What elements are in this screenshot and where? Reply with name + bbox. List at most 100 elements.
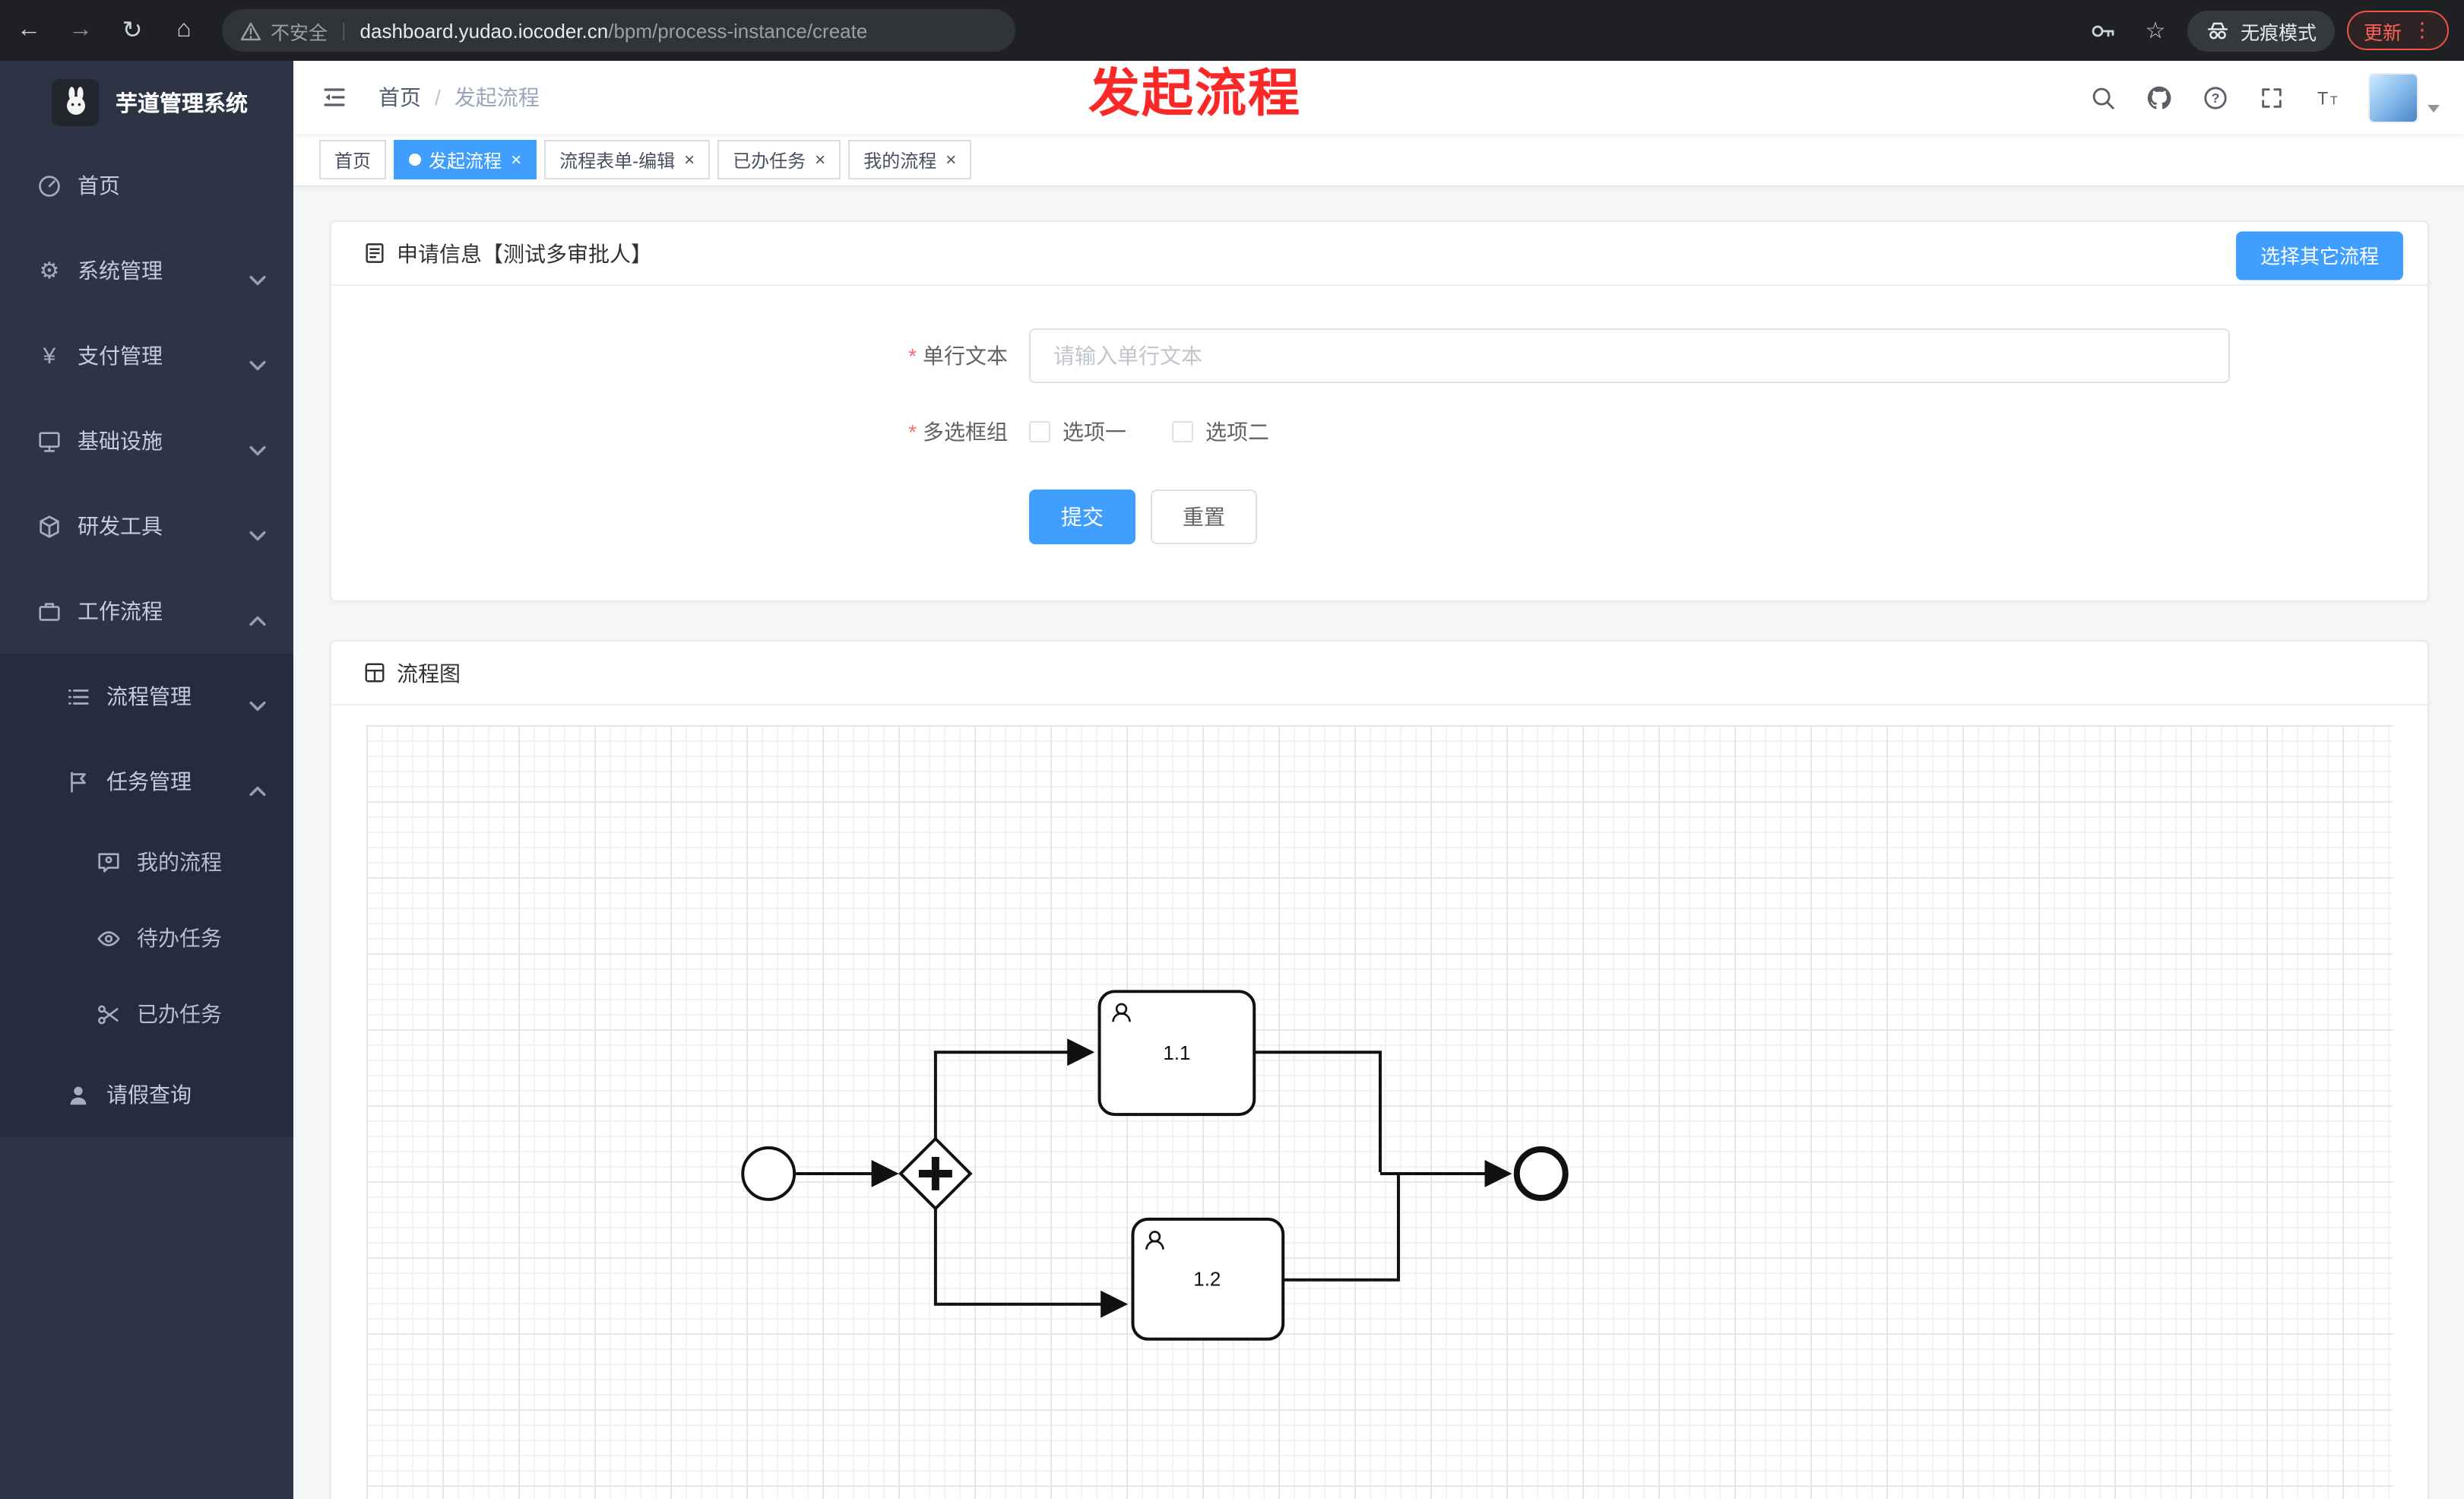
- flow-task1-merge: [1254, 1051, 1382, 1172]
- chevron-down-icon: [2428, 104, 2440, 112]
- card-title: 申请信息【测试多审批人】: [397, 241, 652, 265]
- bpmn-diagram: 1.1 1.2: [741, 990, 1569, 1341]
- sidebar-item-label: 首页: [78, 173, 120, 198]
- sidebar-item-task-management[interactable]: 任务管理: [0, 739, 293, 824]
- sidebar-item-todo-tasks[interactable]: 待办任务: [0, 900, 293, 976]
- form-row-checkbox-group: *多选框组 选项一 选项二: [331, 417, 2428, 447]
- flag-icon: [64, 768, 93, 795]
- tab-label: 首页: [334, 150, 372, 171]
- sidebar-item-label: 支付管理: [78, 344, 163, 368]
- update-label: 更新: [2363, 22, 2402, 43]
- sidebar-item-label: 工作流程: [78, 599, 163, 623]
- annotation-overlay: 发起流程: [1088, 65, 1301, 123]
- svg-text:T: T: [2317, 89, 2327, 109]
- checkbox[interactable]: [1172, 421, 1193, 442]
- app-logo-row[interactable]: 芋道管理系统: [0, 61, 293, 143]
- bpmn-user-task-1[interactable]: 1.1: [1097, 990, 1256, 1117]
- sidebar-item-devtools[interactable]: 研发工具: [0, 483, 293, 569]
- reset-button[interactable]: 重置: [1151, 490, 1257, 544]
- card-title: 流程图: [397, 661, 461, 685]
- card-header: 流程图: [331, 642, 2428, 705]
- sidebar-item-label: 系统管理: [78, 258, 163, 283]
- required-asterisk: *: [908, 420, 917, 444]
- task-label: 1.1: [1163, 1041, 1190, 1064]
- app-logo: [52, 78, 99, 125]
- security-label: 不安全: [271, 22, 328, 43]
- bookmark-star-icon[interactable]: ☆: [2145, 18, 2166, 44]
- tab-my-process[interactable]: 我的流程 ×: [848, 140, 972, 179]
- sidebar-item-label: 流程管理: [106, 684, 192, 708]
- close-icon[interactable]: ×: [815, 149, 826, 170]
- forward-button[interactable]: →: [68, 17, 93, 43]
- reload-button[interactable]: ↻: [122, 18, 143, 44]
- sidebar-item-home[interactable]: 首页: [0, 143, 293, 228]
- tab-process-form-edit[interactable]: 流程表单-编辑 ×: [544, 140, 711, 179]
- box-icon: [35, 512, 64, 540]
- sidebar-item-leave-query[interactable]: 请假查询: [0, 1052, 293, 1137]
- incognito-badge: 无痕模式: [2187, 10, 2335, 51]
- bpmn-end-event[interactable]: [1513, 1146, 1569, 1201]
- sidebar-item-label: 任务管理: [106, 769, 192, 794]
- sidebar-item-done-tasks[interactable]: 已办任务: [0, 976, 293, 1052]
- bpmn-parallel-gateway[interactable]: [898, 1136, 973, 1211]
- submit-button[interactable]: 提交: [1029, 490, 1135, 544]
- sidebar-item-workflow[interactable]: 工作流程: [0, 569, 293, 654]
- checkbox-option-2[interactable]: 选项二: [1172, 417, 1269, 447]
- sidebar-item-infrastructure[interactable]: 基础设施: [0, 398, 293, 483]
- github-icon[interactable]: [2143, 82, 2174, 113]
- avatar[interactable]: [2368, 72, 2418, 122]
- list-icon: [64, 683, 93, 710]
- close-icon[interactable]: ×: [684, 149, 695, 170]
- single-line-text-input[interactable]: [1029, 328, 2230, 383]
- sidebar-item-system[interactable]: ⚙ 系统管理: [0, 228, 293, 313]
- sidebar-item-process-management[interactable]: 流程管理: [0, 654, 293, 739]
- sidebar-item-my-process[interactable]: 我的流程: [0, 824, 293, 900]
- address-bar[interactable]: 不安全 | dashboard.yudao.iocoder.cn/bpm/pro…: [222, 9, 1015, 52]
- key-icon[interactable]: [2084, 11, 2124, 50]
- tab-label: 流程表单-编辑: [559, 150, 676, 171]
- fullscreen-icon[interactable]: [2256, 82, 2286, 113]
- svg-text:?: ?: [2211, 90, 2219, 105]
- monitor-icon: [35, 427, 64, 455]
- chrome-update-button[interactable]: 更新 ⋮: [2346, 11, 2449, 50]
- sidebar-item-label: 基础设施: [78, 429, 163, 453]
- tab-done-tasks[interactable]: 已办任务 ×: [717, 140, 841, 179]
- tab-label: 我的流程: [863, 150, 937, 171]
- select-other-process-button[interactable]: 选择其它流程: [2235, 230, 2403, 280]
- close-icon[interactable]: ×: [945, 149, 957, 170]
- sidebar: 芋道管理系统 首页 ⚙ 系统管理 ¥ 支付管理 基础设施 研发工具: [0, 61, 293, 1499]
- checkbox[interactable]: [1029, 421, 1050, 442]
- bpmn-user-task-2[interactable]: 1.2: [1131, 1217, 1285, 1341]
- user-menu[interactable]: [2368, 72, 2440, 122]
- back-button[interactable]: ←: [17, 17, 41, 43]
- yen-icon: ¥: [43, 343, 56, 369]
- checkbox-option-1[interactable]: 选项一: [1029, 417, 1126, 447]
- chevron-up-icon: [249, 776, 266, 796]
- close-icon[interactable]: ×: [511, 149, 522, 170]
- browser-menu-icon[interactable]: ⋮: [2412, 18, 2432, 41]
- search-icon[interactable]: [2087, 82, 2117, 113]
- tab-initiate-process[interactable]: 发起流程 ×: [394, 140, 537, 179]
- breadcrumb-separator: /: [435, 85, 441, 109]
- tab-home[interactable]: 首页: [319, 140, 387, 179]
- user-task-icon: [1145, 1231, 1164, 1250]
- help-icon[interactable]: ?: [2200, 82, 2230, 113]
- sidebar-item-payment[interactable]: ¥ 支付管理: [0, 313, 293, 398]
- breadcrumb-home[interactable]: 首页: [378, 85, 421, 109]
- field-label-text: 多选框组: [923, 420, 1008, 444]
- flow-gateway-to-task2: [933, 1208, 1129, 1318]
- checkbox-label: 选项二: [1205, 420, 1269, 444]
- bpmn-start-event[interactable]: [741, 1146, 797, 1201]
- home-button[interactable]: ⌂: [176, 17, 192, 43]
- chevron-down-icon: [249, 521, 266, 540]
- bpmn-canvas[interactable]: 1.1 1.2: [366, 725, 2393, 1499]
- sidebar-toggle-icon[interactable]: [318, 81, 351, 114]
- document-icon: [362, 241, 386, 265]
- chevron-down-icon: [249, 691, 266, 711]
- process-diagram-card: 流程图: [330, 640, 2429, 1499]
- browser-actions: ☆ 无痕模式 更新 ⋮: [2084, 10, 2464, 51]
